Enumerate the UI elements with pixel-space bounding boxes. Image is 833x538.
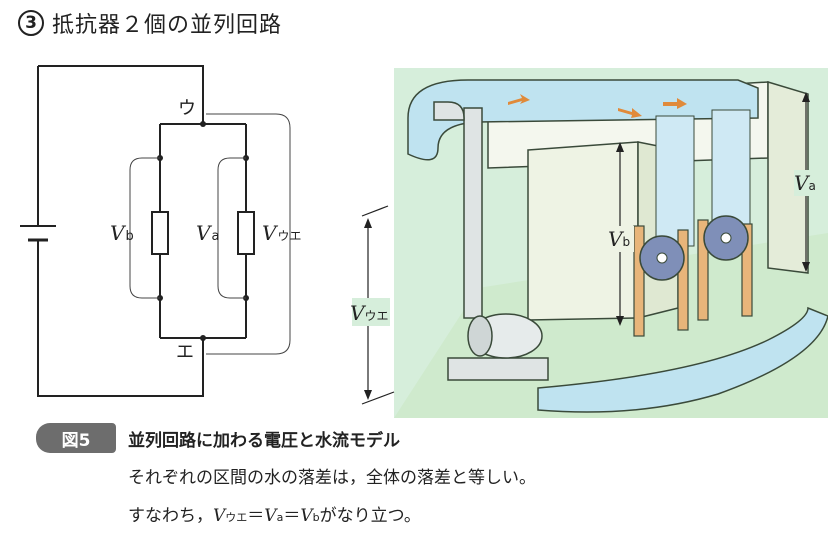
return-pipe	[463, 107, 483, 319]
eq-v-ue: V	[213, 506, 226, 526]
arrowhead-vue-bottom	[364, 390, 372, 400]
pipe-elbow	[433, 101, 465, 121]
arrowhead-va-top	[802, 92, 810, 102]
flow-arrow-1	[508, 94, 530, 105]
resistor-a	[237, 211, 255, 255]
eq-v-ue-sub: ウエ	[225, 511, 248, 524]
eq-v-b-sub: b	[312, 511, 320, 524]
waterfall-b	[655, 115, 695, 247]
section-title: 抵抗器２個の並列回路	[52, 13, 283, 38]
arrowhead-vue-top	[364, 218, 372, 228]
resistor-b	[151, 211, 169, 255]
illus-label-va: Va	[794, 171, 816, 195]
water-wheel-a	[697, 215, 753, 321]
node-label-e: エ	[176, 342, 194, 363]
node-label-u: ウ	[178, 98, 196, 119]
label-va: Va	[196, 221, 219, 245]
eq-v-a: V	[264, 506, 277, 526]
illus-label-vb: Vb	[608, 227, 630, 251]
bracket-va	[217, 157, 246, 299]
flow-arrow-3	[663, 98, 687, 109]
figure-title: 並列回路に加わる電圧と水流モデル	[128, 431, 400, 451]
label-vb: Vb	[110, 221, 134, 245]
illus-label-vue: Vウエ	[350, 301, 388, 325]
section-heading: 3 抵抗器２個の並列回路	[18, 6, 282, 40]
flow-arrow-2	[618, 108, 642, 118]
figure-badge: 図5	[36, 423, 116, 453]
caption-line-2: すなわち，Vウエ＝Va＝Vbがなり立つ。	[128, 501, 421, 526]
eq-v-a-sub: a	[276, 511, 284, 524]
parallel-circuit-diagram: ウ エ Vb Va Vウエ	[20, 65, 301, 397]
caption-suffix: がなり立つ。	[319, 506, 421, 526]
lower-water-channel	[537, 306, 828, 413]
arrowhead-vb-bottom	[616, 316, 624, 326]
tick-vue-top	[361, 205, 389, 217]
bracket-vb	[129, 157, 160, 299]
water-flow-illustration: Vウエ Vb Va	[350, 68, 828, 418]
water-pump	[447, 313, 549, 381]
arrowhead-vb-top	[616, 142, 624, 152]
wire-outer-left-bottom	[37, 240, 204, 397]
wire-outer-top	[38, 65, 204, 124]
tick-vue-bottom	[361, 391, 395, 405]
eq-equals-2: ＝	[283, 506, 301, 526]
arrowhead-va-bottom	[802, 262, 810, 272]
section-number: 3	[18, 10, 44, 36]
water-wheel-b	[633, 225, 689, 337]
node-dot-e	[200, 335, 206, 341]
label-vue: Vウエ	[262, 221, 301, 245]
bracket-vue	[206, 113, 291, 355]
upper-wall-right	[767, 80, 809, 274]
eq-equals-1: ＝	[247, 506, 265, 526]
caption-line-1: それぞれの区間の水の落差は，全体の落差と等しい。	[128, 468, 536, 488]
caption-prefix: すなわち，	[128, 506, 213, 526]
node-dot-u	[200, 121, 206, 127]
eq-v-b: V	[300, 506, 313, 526]
